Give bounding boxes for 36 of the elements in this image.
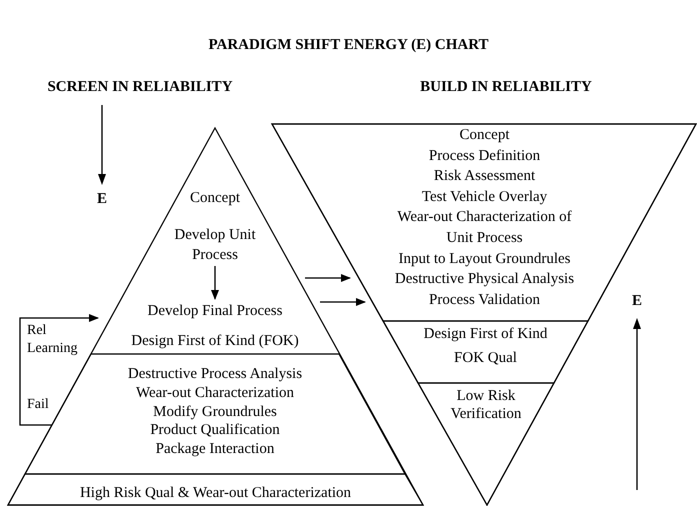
pyramid-band xyxy=(8,474,423,505)
pyramid-band xyxy=(383,321,588,383)
pyramid-band xyxy=(24,354,406,474)
step-text: FOK Qual xyxy=(454,349,517,368)
arrow xyxy=(305,274,351,282)
step-text: High Risk Qual & Wear-out Characterization xyxy=(80,484,352,503)
section-heading: SCREEN IN RELIABILITY xyxy=(46,78,234,96)
step-text: Destructive Process Analysis xyxy=(128,365,302,384)
step-text: Destructive Physical Analysis xyxy=(394,270,574,290)
energy-label: E xyxy=(630,292,643,310)
step-text: Develop Final Process xyxy=(130,301,300,321)
arrow xyxy=(320,298,366,306)
arrow xyxy=(211,266,219,300)
step-text: Product Qualification xyxy=(150,421,280,440)
step-text: Modify Groundrules xyxy=(153,402,277,422)
step-text: Low Risk Verification xyxy=(450,387,522,423)
step-text: Package Interaction xyxy=(156,440,274,459)
step-text: Design First of Kind xyxy=(424,325,548,344)
step-text: Risk Assessment xyxy=(434,167,536,186)
step-text: Develop Unit Process xyxy=(155,225,275,265)
step-text: Input to Layout Groundrules xyxy=(398,250,571,269)
step-text: Design First of Kind (FOK) xyxy=(100,331,330,351)
step-text: Test Vehicle Overlay xyxy=(422,188,548,207)
loop-label: Fail xyxy=(27,396,50,414)
section-heading: BUILD IN RELIABILITY xyxy=(419,78,593,96)
loop-label: Rel Learning xyxy=(27,322,79,358)
step-text: Process Definition xyxy=(428,146,540,166)
step-text: Concept xyxy=(460,126,510,145)
energy-label: E xyxy=(96,190,108,208)
step-text: Wear-out Characterization of Unit Process xyxy=(396,208,573,248)
step-text: Process Validation xyxy=(429,290,540,310)
arrow xyxy=(19,314,99,426)
step-text: Wear-out Characterization xyxy=(136,384,294,403)
chart-title: PARADIGM SHIFT ENERGY (E) CHART xyxy=(207,37,490,54)
step-text: Concept xyxy=(175,188,255,208)
pyramid-band xyxy=(418,383,554,505)
